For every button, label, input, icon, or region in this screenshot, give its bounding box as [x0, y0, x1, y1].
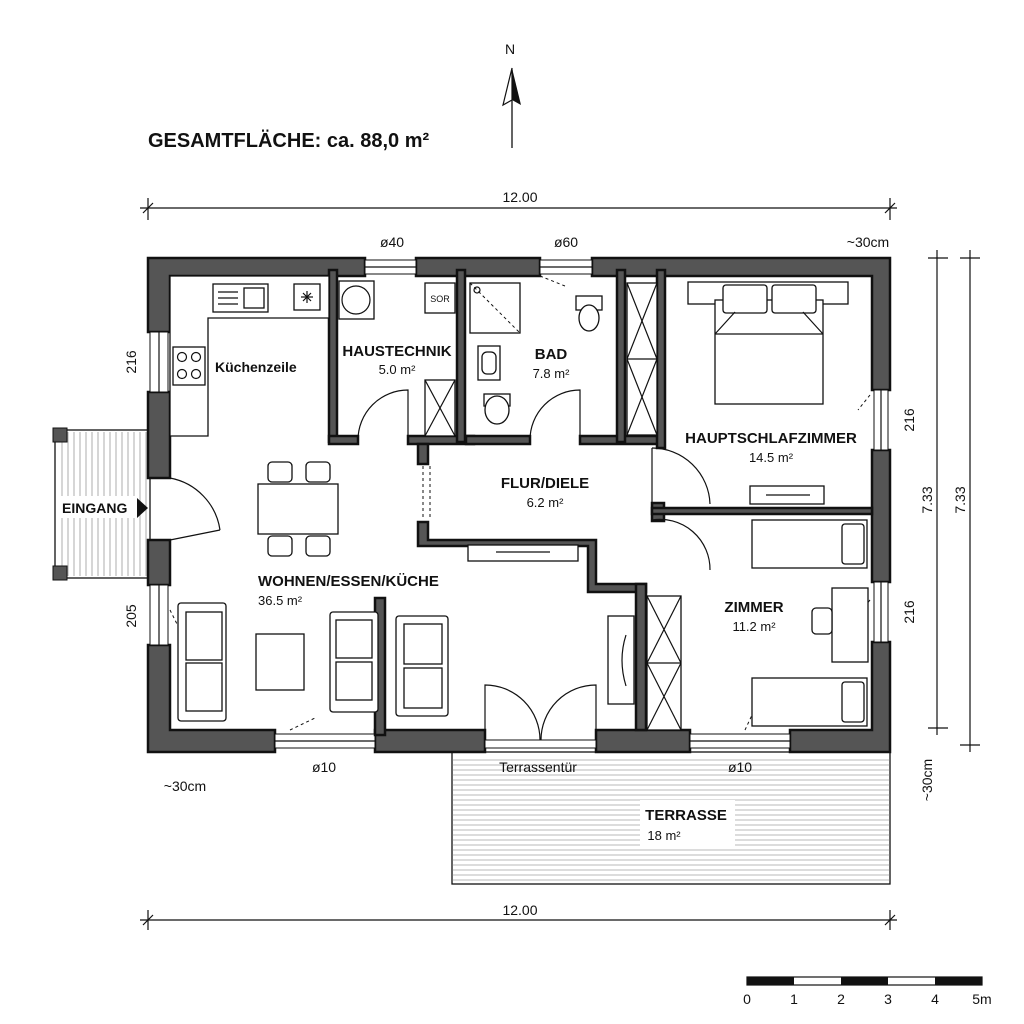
left-upper-window-size: 216 — [123, 350, 139, 374]
total-area-title: GESAMTFLÄCHE: ca. 88,0 m² — [148, 129, 430, 152]
dimension-width-top: 12.00 — [502, 189, 537, 205]
terrace-name: TERRASSE — [645, 807, 727, 824]
hall-sideboard — [467, 544, 579, 562]
window-top-left-size: ø40 — [380, 234, 404, 250]
haustechnik-name: HAUSTECHNIK — [342, 343, 451, 360]
kitchenette-label: Küchenzeile — [215, 359, 297, 375]
window-bottom-right-size: ø10 — [728, 759, 752, 775]
haustechnik-area: 5.0 m² — [379, 362, 417, 377]
snowflake-icon — [301, 291, 313, 303]
double-bed — [687, 281, 849, 505]
right-lower-window-size: 216 — [901, 600, 917, 624]
scale-tick-label: 1 — [790, 991, 798, 1007]
north-label: N — [505, 41, 515, 57]
wohnen-area: 36.5 m² — [258, 593, 303, 608]
hauptschlafzimmer-name: HAUPTSCHLAFZIMMER — [685, 430, 857, 447]
hauptschlafzimmer-area: 14.5 m² — [749, 450, 794, 465]
dimension-height-outer: 7.33 — [952, 486, 968, 513]
scale-tick-label: 3 — [884, 991, 892, 1007]
entrance-arrow-icon — [137, 498, 148, 518]
kitchen-counter — [169, 275, 330, 437]
bathroom-fixtures — [469, 282, 603, 425]
wohnen-name: WOHNEN/ESSEN/KÜCHE — [258, 573, 439, 590]
wardrobes — [626, 282, 682, 731]
zimmer-name: ZIMMER — [724, 599, 783, 616]
scale-tick-label: 4 — [931, 991, 939, 1007]
dimension-bottom — [140, 910, 897, 930]
dining-table — [257, 461, 339, 557]
doors — [169, 389, 711, 741]
inner-walls — [327, 268, 874, 737]
entrance-steps — [52, 427, 151, 581]
terrace — [451, 751, 891, 885]
north-arrow-icon — [502, 67, 521, 148]
right-upper-window-size: 216 — [901, 408, 917, 432]
zimmer-area: 11.2 m² — [732, 619, 776, 634]
bad-area: 7.8 m² — [533, 366, 571, 381]
dimension-wall-right: ~30cm — [919, 759, 935, 801]
sor-label: SOR — [430, 294, 450, 304]
dimension-right — [928, 250, 980, 752]
window-top-mid-size: ø60 — [554, 234, 578, 250]
left-lower-window-size: 205 — [123, 604, 139, 628]
scale-tick-label: 5m — [972, 991, 991, 1007]
technical-equipment — [338, 280, 456, 437]
windows — [149, 259, 889, 749]
window-bottom-left-size: ø10 — [312, 759, 336, 775]
dimension-top — [140, 198, 897, 220]
dimension-height-inner: 7.33 — [919, 486, 935, 513]
scale-tick-label: 0 — [743, 991, 751, 1007]
flur-area: 6.2 m² — [527, 495, 565, 510]
wall-thickness-top: ~30cm — [847, 234, 889, 250]
terrace-area: 18 m² — [647, 828, 681, 843]
flur-name: FLUR/DIELE — [501, 475, 589, 492]
dimension-width-bottom: 12.00 — [502, 902, 537, 918]
scale-bar — [746, 976, 983, 986]
living-furniture — [177, 602, 635, 722]
scale-tick-label: 2 — [837, 991, 845, 1007]
single-beds — [751, 519, 869, 727]
terrace-door-label: Terrassentür — [499, 759, 577, 775]
wall-thickness-bottom-left: ~30cm — [164, 778, 206, 794]
bad-name: BAD — [535, 346, 568, 363]
entrance-label: EINGANG — [62, 500, 127, 516]
